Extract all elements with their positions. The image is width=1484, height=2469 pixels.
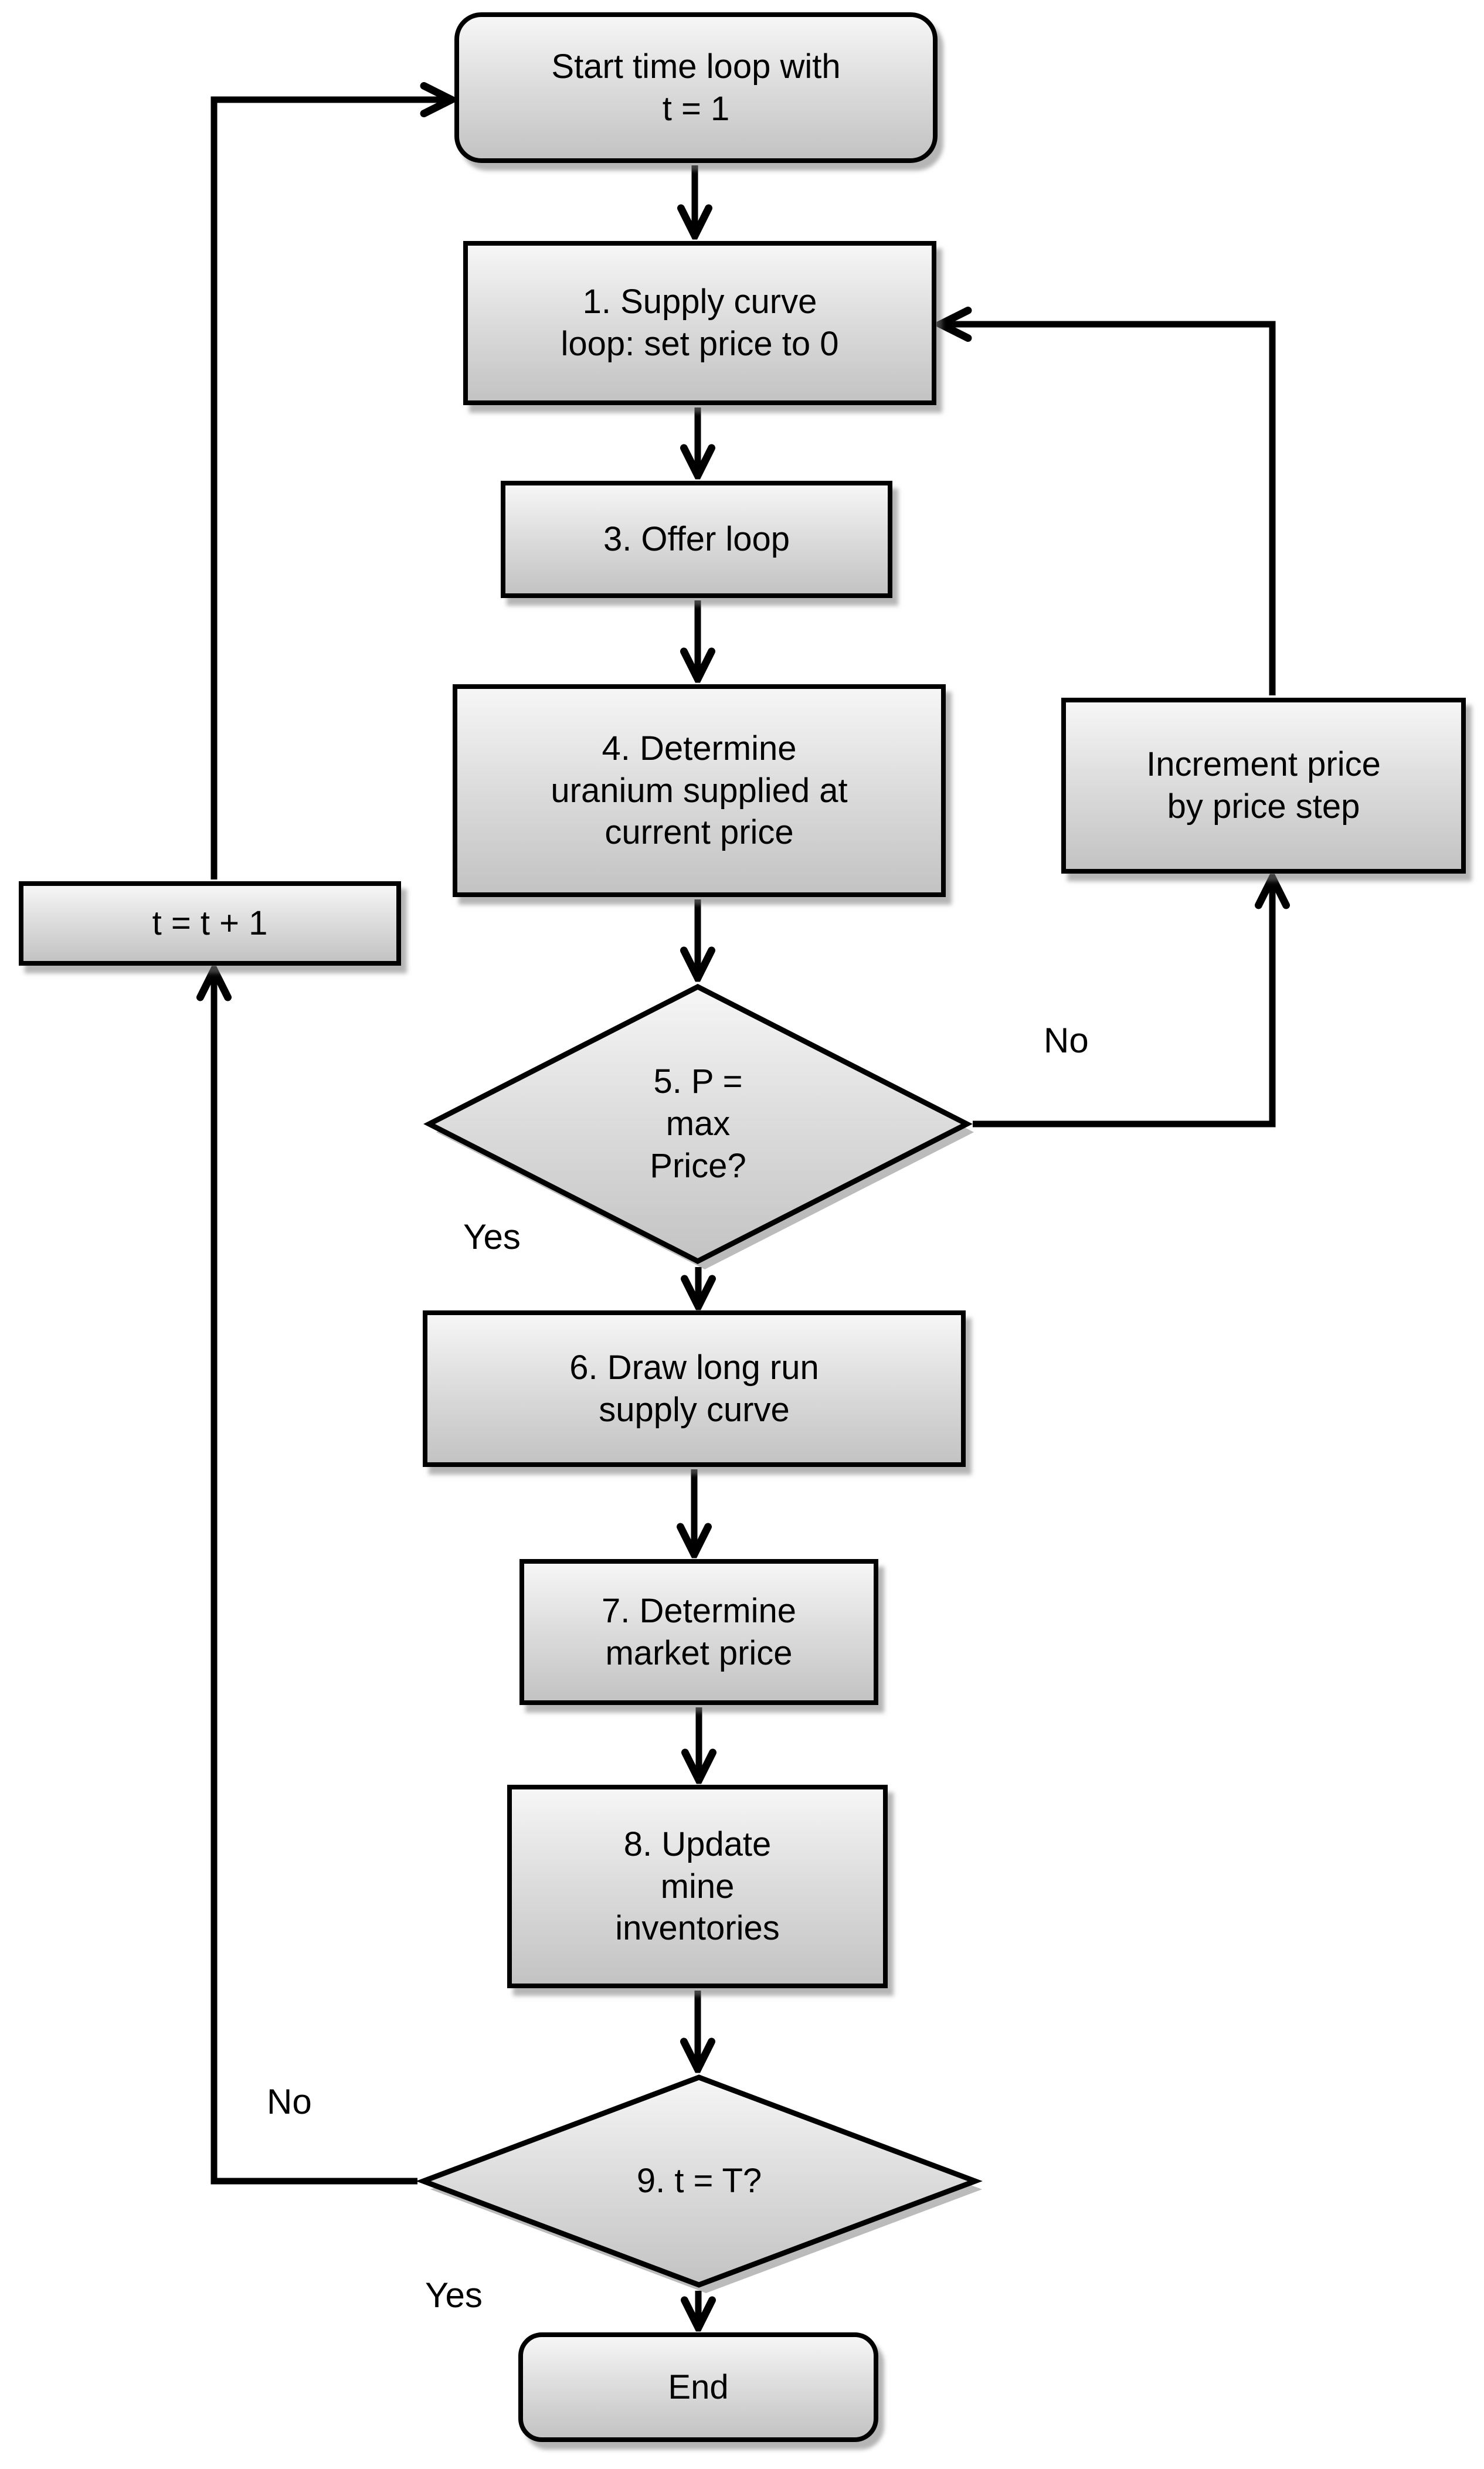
determine-supplied-label: 4. Determine uranium supplied at current… [551, 729, 848, 852]
end-node: End [518, 2332, 878, 2442]
edge-label-time-yes: Yes [425, 2276, 483, 2315]
max-price-decision-label: 5. P = max Price? [650, 1062, 746, 1185]
supply-curve-loop-box: 1. Supply curve loop: set price to 0 [463, 241, 936, 405]
time-increment-label: t = t + 1 [152, 904, 268, 943]
draw-supply-curve-box: 6. Draw long run supply curve [423, 1310, 966, 1467]
update-inventories-box: 8. Update mine inventories [507, 1785, 888, 1988]
connector-time-no-branch [214, 971, 417, 2185]
supply-curve-loop-label: 1. Supply curve loop: set price to 0 [561, 283, 839, 363]
determine-market-price-box: 7. Determine market price [519, 1559, 878, 1705]
connector-increment-to-supply-loop [942, 324, 1276, 695]
offer-loop-label: 3. Offer loop [603, 520, 790, 559]
update-inventories-label: 8. Update mine inventories [615, 1825, 780, 1948]
time-increment-box: t = t + 1 [19, 881, 401, 966]
edge-label-max-price-yes: Yes [463, 1217, 521, 1256]
connector-max-price-no-branch [973, 879, 1272, 1127]
start-node-label: Start time loop with t = 1 [551, 47, 841, 128]
offer-loop-box: 3. Offer loop [501, 481, 892, 598]
increment-price-label: Increment price by price step [1146, 745, 1381, 826]
time-decision-shape [416, 2074, 983, 2288]
determine-market-price-label: 7. Determine market price [601, 1591, 797, 1672]
time-decision-label: 9. t = T? [636, 2162, 762, 2200]
determine-supplied-box: 4. Determine uranium supplied at current… [453, 684, 946, 897]
start-node: Start time loop with t = 1 [454, 12, 938, 163]
end-node-label: End [668, 2368, 729, 2406]
edge-label-time-no: No [267, 2082, 312, 2121]
time-decision: 9. t = T? [416, 2074, 983, 2293]
draw-supply-curve-label: 6. Draw long run supply curve [569, 1348, 819, 1429]
edge-label-max-price-no: No [1044, 1021, 1089, 1060]
max-price-decision-shape [423, 983, 973, 1265]
increment-price-box: Increment price by price step [1061, 698, 1466, 874]
connector-restart-loop [210, 100, 450, 879]
max-price-decision: 5. P = max Price? [423, 983, 974, 1269]
